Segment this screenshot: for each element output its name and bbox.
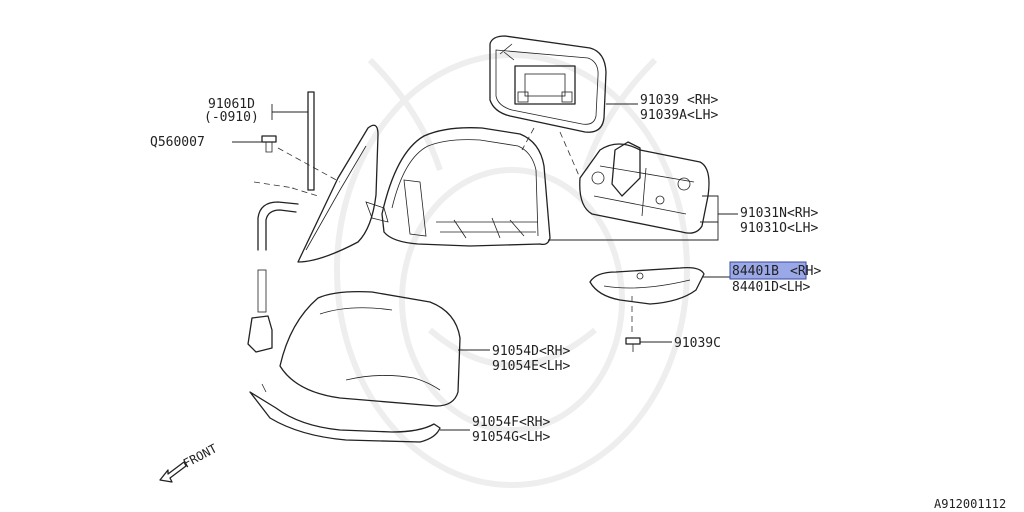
front-label: FRONT [181,441,219,470]
label-84401d-lh[interactable]: 84401D<LH> [732,280,810,295]
wire-harness-part[interactable] [247,201,299,353]
label-91061d-note: (-0910) [204,110,259,125]
cover-garnish-part[interactable] [249,383,441,443]
seal-strip-part[interactable] [307,91,315,191]
diagram-id: A912001112 [934,497,1006,511]
mirror-actuator-part[interactable] [579,141,710,234]
mirror-housing-part[interactable] [297,124,551,263]
watermark-emblem [334,52,690,488]
label-91054e-lh[interactable]: 91054E<LH> [492,359,570,374]
front-arrow-icon [159,461,187,483]
turn-signal-part[interactable] [589,266,705,305]
label-91031o-lh[interactable]: 91031O<LH> [740,221,818,236]
screw-small-part[interactable] [625,337,641,352]
label-91031n-rh[interactable]: 91031N<RH> [740,206,818,221]
label-91054g-lh[interactable]: 91054G<LH> [472,430,550,445]
label-91054f-rh[interactable]: 91054F<RH> [472,415,550,430]
screw-part[interactable] [261,135,277,153]
label-91061d[interactable]: 91061D [208,97,255,112]
label-91039-rh[interactable]: 91039 <RH> [640,93,718,108]
label-q560007[interactable]: Q560007 [150,135,205,150]
label-84401b-rh: <RH> [790,264,821,279]
label-91054d-rh[interactable]: 91054D<RH> [492,344,570,359]
label-91039c[interactable]: 91039C [674,336,721,351]
label-91039a-lh[interactable]: 91039A<LH> [640,108,718,123]
part-highlight-box [729,261,807,280]
mirror-cover-part[interactable] [279,290,461,407]
label-84401b[interactable]: 84401B [732,264,779,279]
mirror-glass-part[interactable] [489,35,607,133]
